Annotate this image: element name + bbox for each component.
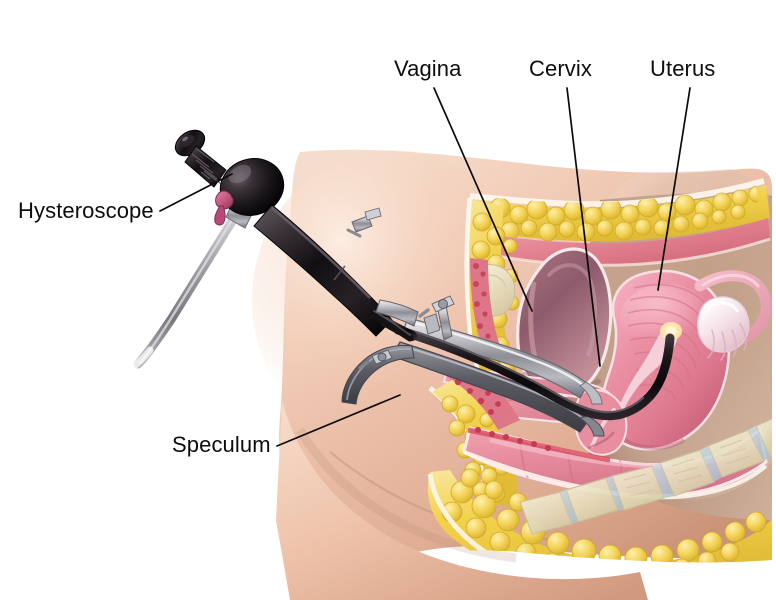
posterior-fat-fascia: [427, 473, 745, 563]
leader-line-hysteroscope: [159, 173, 233, 212]
label-uterus: Uterus: [650, 56, 715, 81]
label-hysteroscope: Hysteroscope: [18, 198, 154, 223]
ovary-sheen: [707, 301, 740, 313]
label-speculum: Speculum: [172, 432, 271, 457]
anterior-muscle-speckle: [473, 263, 491, 339]
callout-vagina: Vagina: [394, 56, 533, 312]
leader-line-vagina: [433, 87, 533, 312]
speculum-lower-blade-hilite: [401, 345, 589, 423]
callout-speculum: Speculum: [172, 394, 401, 457]
speculum-tip-lower: [578, 415, 605, 437]
eyepiece-lens-glint: [182, 136, 188, 142]
stopcock-valve[interactable]: [215, 190, 234, 210]
speculum-upper-blade-hilite: [409, 320, 589, 390]
knurl-grooves: [191, 148, 222, 185]
rectal-mucosa-speckle: [475, 427, 551, 451]
light-cable-fade-tip: [130, 346, 154, 370]
speculum-tip-upper: [579, 381, 603, 405]
callout-hysteroscope: Hysteroscope: [18, 173, 233, 223]
eyepiece-lens: [179, 134, 195, 148]
speculum-ratchet[interactable]: [423, 313, 441, 335]
gluteal-shadow: [296, 427, 517, 563]
uterus-sheen: [620, 284, 712, 352]
speculum-handle[interactable]: [341, 295, 455, 405]
sacrum: [519, 416, 772, 535]
inflow-port[interactable]: [346, 207, 382, 238]
abdominal-muscle-layer: [474, 218, 770, 266]
hysteroscope-shaft-inner: [393, 325, 675, 421]
hysteroscope[interactable]: [130, 125, 417, 370]
thigh: [276, 400, 648, 600]
speculum-lower-arm[interactable]: [341, 345, 415, 405]
leader-line-uterus: [657, 87, 691, 291]
callout-cervix: Cervix: [529, 56, 601, 367]
cervix-os-shadow: [587, 431, 615, 450]
barrel-ring-seam: [333, 265, 346, 281]
speculum-upper-arm[interactable]: [375, 299, 419, 327]
speculum-lower-thumbscrew[interactable]: [358, 349, 393, 370]
adnexa: [694, 270, 772, 361]
speculum-thumbscrew[interactable]: [418, 295, 455, 318]
hysteroscope-shaft-inner-hilite: [398, 325, 645, 414]
shaft-entry-segment: [368, 310, 414, 342]
fallopian-tube-highlight: [701, 273, 760, 288]
hysteroscope-barrel[interactable]: [253, 204, 393, 337]
scope-light-core: [665, 326, 677, 336]
ovary-fimbriae: [707, 323, 747, 361]
leader-line-cervix: [566, 87, 601, 367]
abdominal-peritoneum: [475, 237, 771, 267]
rectal-mucosal-band: [467, 427, 611, 463]
body-specular: [228, 164, 252, 184]
shaft-entry-hilite: [373, 310, 411, 336]
callouts: Hysteroscope Vagina Cervix Uterus Specul…: [18, 56, 715, 457]
leader-line-speculum: [276, 394, 401, 447]
stopcock-lever[interactable]: [214, 205, 226, 226]
label-cervix: Cervix: [529, 56, 592, 81]
label-vagina: Vagina: [394, 56, 462, 81]
barrel-specular: [271, 207, 371, 299]
endometrial-cavity: [612, 322, 679, 436]
callout-uterus: Uterus: [650, 56, 715, 291]
speculum-lower-blade[interactable]: [391, 341, 591, 433]
